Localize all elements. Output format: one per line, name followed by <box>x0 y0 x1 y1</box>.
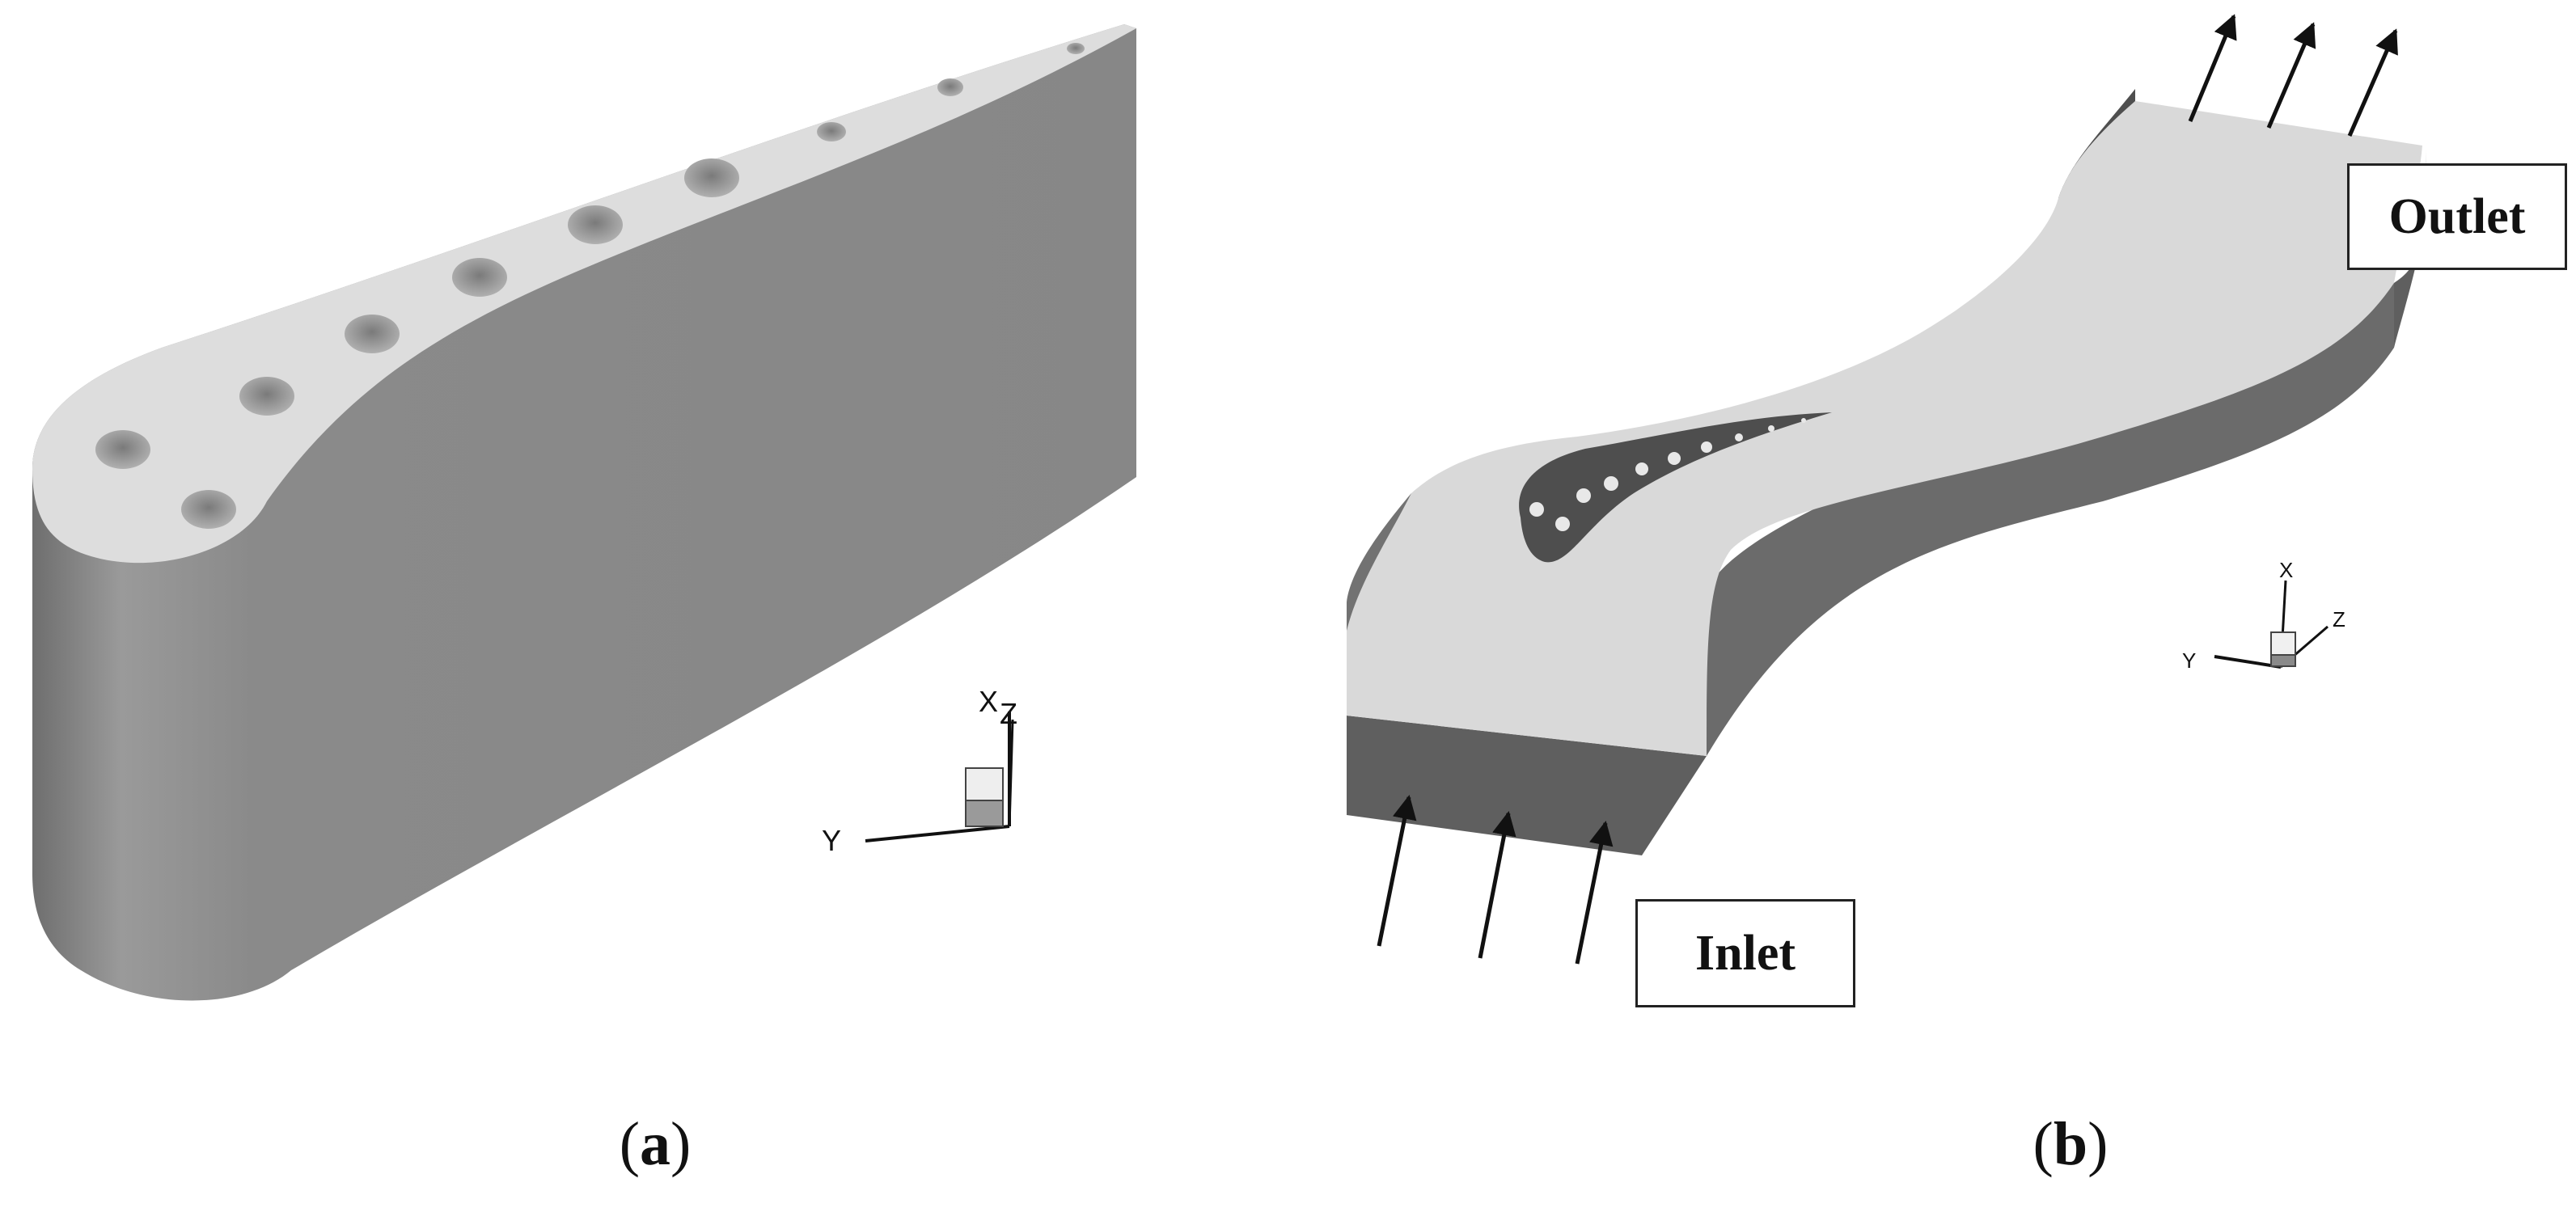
cooling-holes <box>95 43 1085 529</box>
caption-b-letter: b <box>2053 1110 2088 1178</box>
caption-a: (a) <box>534 1109 776 1180</box>
inlet-arrow <box>1575 821 1614 965</box>
axis-label-y: Y <box>822 824 841 857</box>
caption-b-open: ( <box>2032 1110 2054 1178</box>
panel-a-blade <box>32 24 1136 1001</box>
cooling-hole <box>452 258 507 297</box>
axis-triad-b: Y X Z <box>2182 558 2345 673</box>
outlet-right-wall <box>2394 146 2426 348</box>
inlet-arrow <box>1478 811 1516 959</box>
cutout-holes <box>1529 418 1806 531</box>
panel-b-channel <box>1347 89 2426 855</box>
axis-label-y: Y <box>2182 648 2196 673</box>
blade-cutout <box>1519 412 1832 563</box>
cooling-hole <box>568 205 623 244</box>
axis-label-x: X <box>2279 558 2293 582</box>
cooling-hole <box>684 158 739 197</box>
blade-top-face <box>32 24 1136 564</box>
inlet-arrows <box>1377 795 1614 965</box>
cooling-hole <box>95 430 150 469</box>
blade-side-face <box>32 24 1136 1001</box>
axis-triad-a: Y X Z <box>822 685 1017 857</box>
axis-label-z: Z <box>2333 607 2345 631</box>
channel-top-surface <box>1347 101 2422 756</box>
outlet-label: Outlet <box>2347 163 2567 270</box>
outlet-arrow <box>2188 14 2237 122</box>
inlet-arrow <box>1377 795 1417 947</box>
cooling-hole <box>817 122 846 141</box>
axis-label-x: X <box>979 685 998 718</box>
cooling-hole <box>345 315 400 353</box>
outlet-arrows <box>2188 14 2398 137</box>
cooling-hole <box>1067 43 1085 54</box>
caption-b-close: ) <box>2087 1110 2109 1178</box>
channel-right-wall <box>1707 283 2394 756</box>
inlet-label: Inlet <box>1635 899 1855 1007</box>
axis-label-z: Z <box>1000 697 1017 730</box>
caption-a-letter: a <box>640 1110 670 1178</box>
cooling-hole <box>937 78 963 96</box>
cooling-hole <box>239 377 294 416</box>
cooling-hole <box>181 490 236 529</box>
outlet-arrow <box>2266 22 2316 129</box>
caption-a-open: ( <box>619 1110 640 1178</box>
caption-b: (b) <box>1949 1109 2192 1180</box>
outlet-arrow <box>2347 28 2398 137</box>
inlet-face <box>1347 716 1707 855</box>
caption-a-close: ) <box>670 1110 692 1178</box>
